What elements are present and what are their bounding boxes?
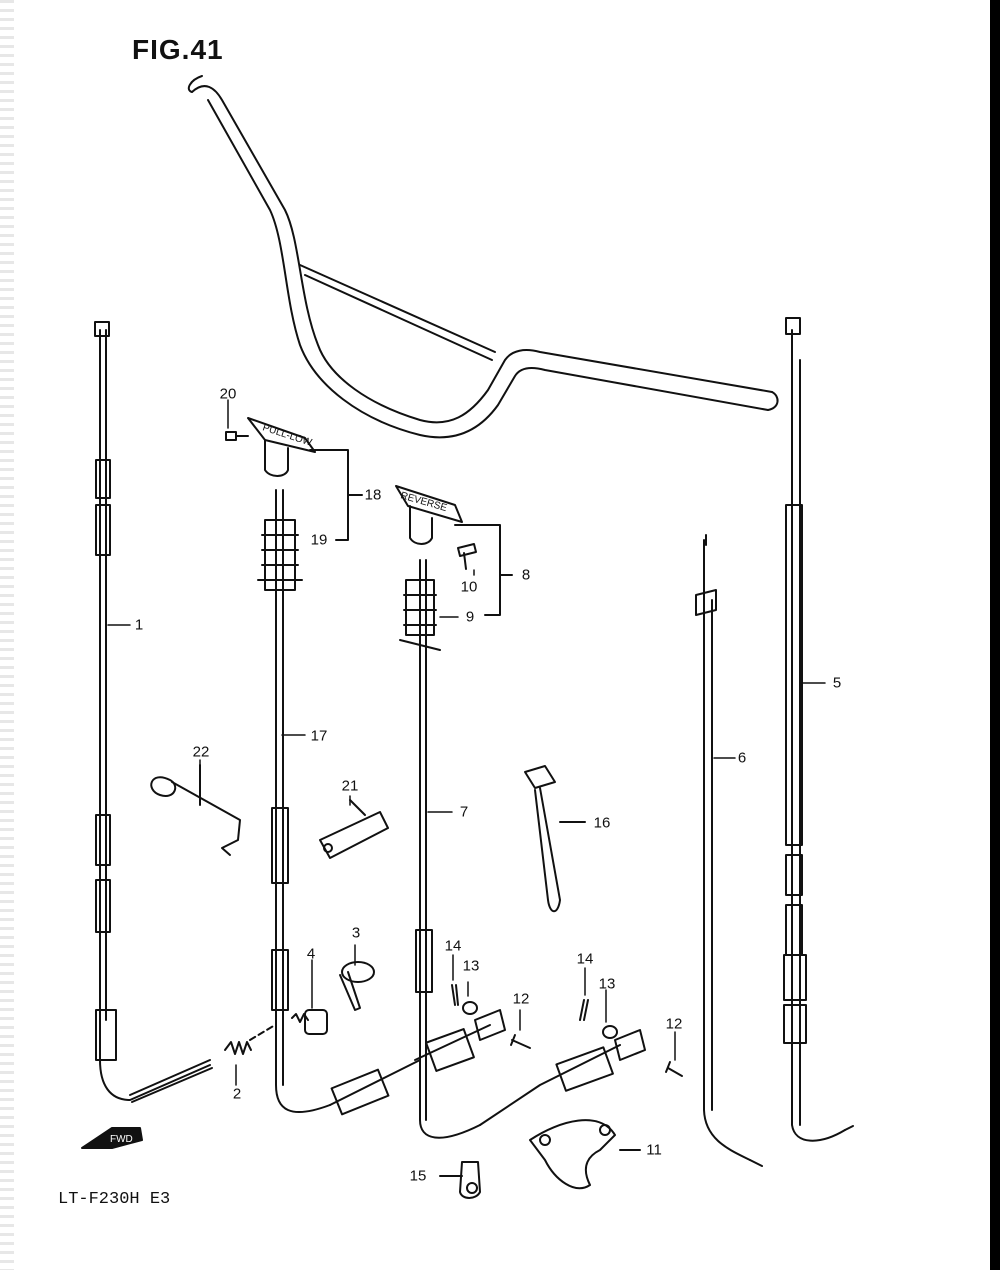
screw-10 <box>457 543 477 570</box>
scan-border <box>0 0 14 1270</box>
linkage-lower <box>614 1029 646 1061</box>
callout-2: 2 <box>232 1085 242 1103</box>
washer-13a <box>462 1001 478 1015</box>
page-edge <box>990 0 1000 1270</box>
callout-7: 7 <box>459 803 469 821</box>
cotter-pin-14a <box>451 984 459 1006</box>
screw-20 <box>225 431 249 441</box>
washer-13b <box>602 1025 618 1039</box>
callout-21: 21 <box>341 777 359 795</box>
leader-lines <box>107 399 826 1086</box>
fwd-label: FWD <box>110 1134 133 1145</box>
spring-clip-22 <box>150 764 241 856</box>
pin-12a <box>510 1034 531 1049</box>
fwd-arrow: FWD <box>81 1127 143 1149</box>
callout-6: 6 <box>737 749 747 767</box>
cable-6 <box>695 534 763 1167</box>
cable-7 <box>399 559 621 1139</box>
cable-1 <box>94 321 213 1103</box>
callout-14a: 14 <box>444 937 462 955</box>
callout-12a: 12 <box>512 990 530 1008</box>
callout-8: 8 <box>521 566 531 584</box>
callout-10: 10 <box>460 578 478 596</box>
callout-16: 16 <box>593 814 611 832</box>
callout-11: 11 <box>646 1141 662 1159</box>
handlebar <box>187 75 779 439</box>
callout-19: 19 <box>310 531 328 549</box>
callout-4: 4 <box>306 945 316 963</box>
pin-12b <box>665 1061 683 1077</box>
cotter-pin-14b <box>579 999 589 1021</box>
callout-14b: 14 <box>576 950 594 968</box>
tie-band-16 <box>524 765 586 913</box>
cable-5 <box>783 317 854 1142</box>
model-code: LT-F230H E3 <box>58 1190 171 1209</box>
callout-13b: 13 <box>598 975 616 993</box>
callout-3: 3 <box>351 924 361 942</box>
callout-18: 18 <box>364 486 382 504</box>
callout-20: 20 <box>219 385 237 403</box>
nut-4 <box>291 1009 328 1035</box>
callout-1: 1 <box>134 616 144 634</box>
plate-21 <box>319 799 389 859</box>
spring-2 <box>224 1024 276 1055</box>
callout-22: 22 <box>192 743 210 761</box>
bracket-11 <box>529 1119 641 1190</box>
figure-title: FIG.41 <box>132 34 224 65</box>
cable-17 <box>257 489 421 1116</box>
callout-13a: 13 <box>462 957 480 975</box>
callout-17: 17 <box>310 727 328 745</box>
clamp-15 <box>439 1161 481 1199</box>
callout-15: 15 <box>409 1167 427 1185</box>
callout-9: 9 <box>465 608 475 626</box>
callout-5: 5 <box>832 674 842 692</box>
callout-12b: 12 <box>665 1015 683 1033</box>
linkage-upper <box>414 1009 506 1072</box>
bolt-3 <box>339 961 375 1011</box>
